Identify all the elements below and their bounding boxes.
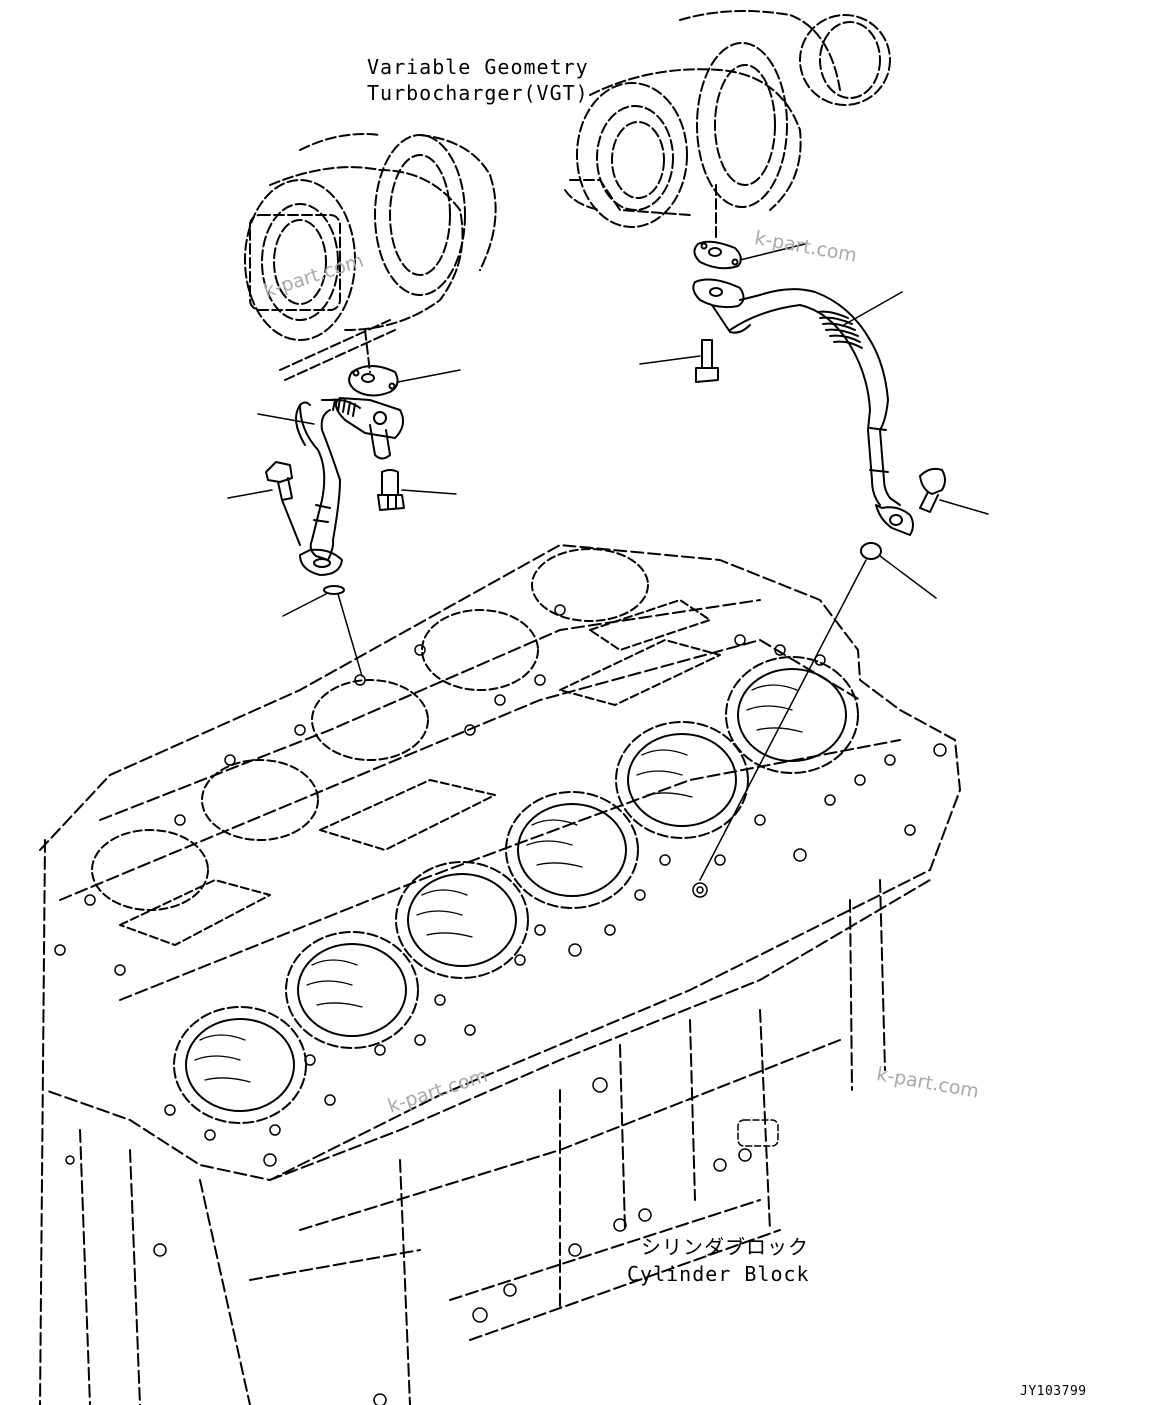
right-oil-pipe <box>692 278 914 536</box>
cylinder-block-label-jp: シリンダブロック <box>641 1235 809 1259</box>
left-bolts <box>265 461 405 546</box>
right-bolts <box>695 339 946 513</box>
right-plug <box>860 542 882 560</box>
left-leader-lines <box>227 369 461 677</box>
cylinder-block <box>39 544 961 1405</box>
figure-code: JY103799 <box>1020 1384 1087 1399</box>
deck-ports <box>119 599 721 946</box>
right-turbocharger <box>564 10 891 241</box>
cylinder-bores <box>91 548 859 1124</box>
cylinder-block-label-en: Cylinder Block <box>627 1262 810 1286</box>
vgt-label-line1: Variable Geometry <box>367 55 589 79</box>
side-bosses <box>65 1077 779 1405</box>
bore-shading <box>194 684 803 1083</box>
right-leader-lines <box>639 243 989 881</box>
deck-holes <box>54 604 947 1141</box>
left-gasket <box>348 365 399 397</box>
left-oil-pipe <box>295 397 405 576</box>
right-gasket <box>693 240 742 270</box>
left-turbocharger <box>244 133 497 381</box>
left-o-ring <box>323 585 345 595</box>
vgt-label-line2: Turbocharger(VGT) <box>367 81 589 105</box>
